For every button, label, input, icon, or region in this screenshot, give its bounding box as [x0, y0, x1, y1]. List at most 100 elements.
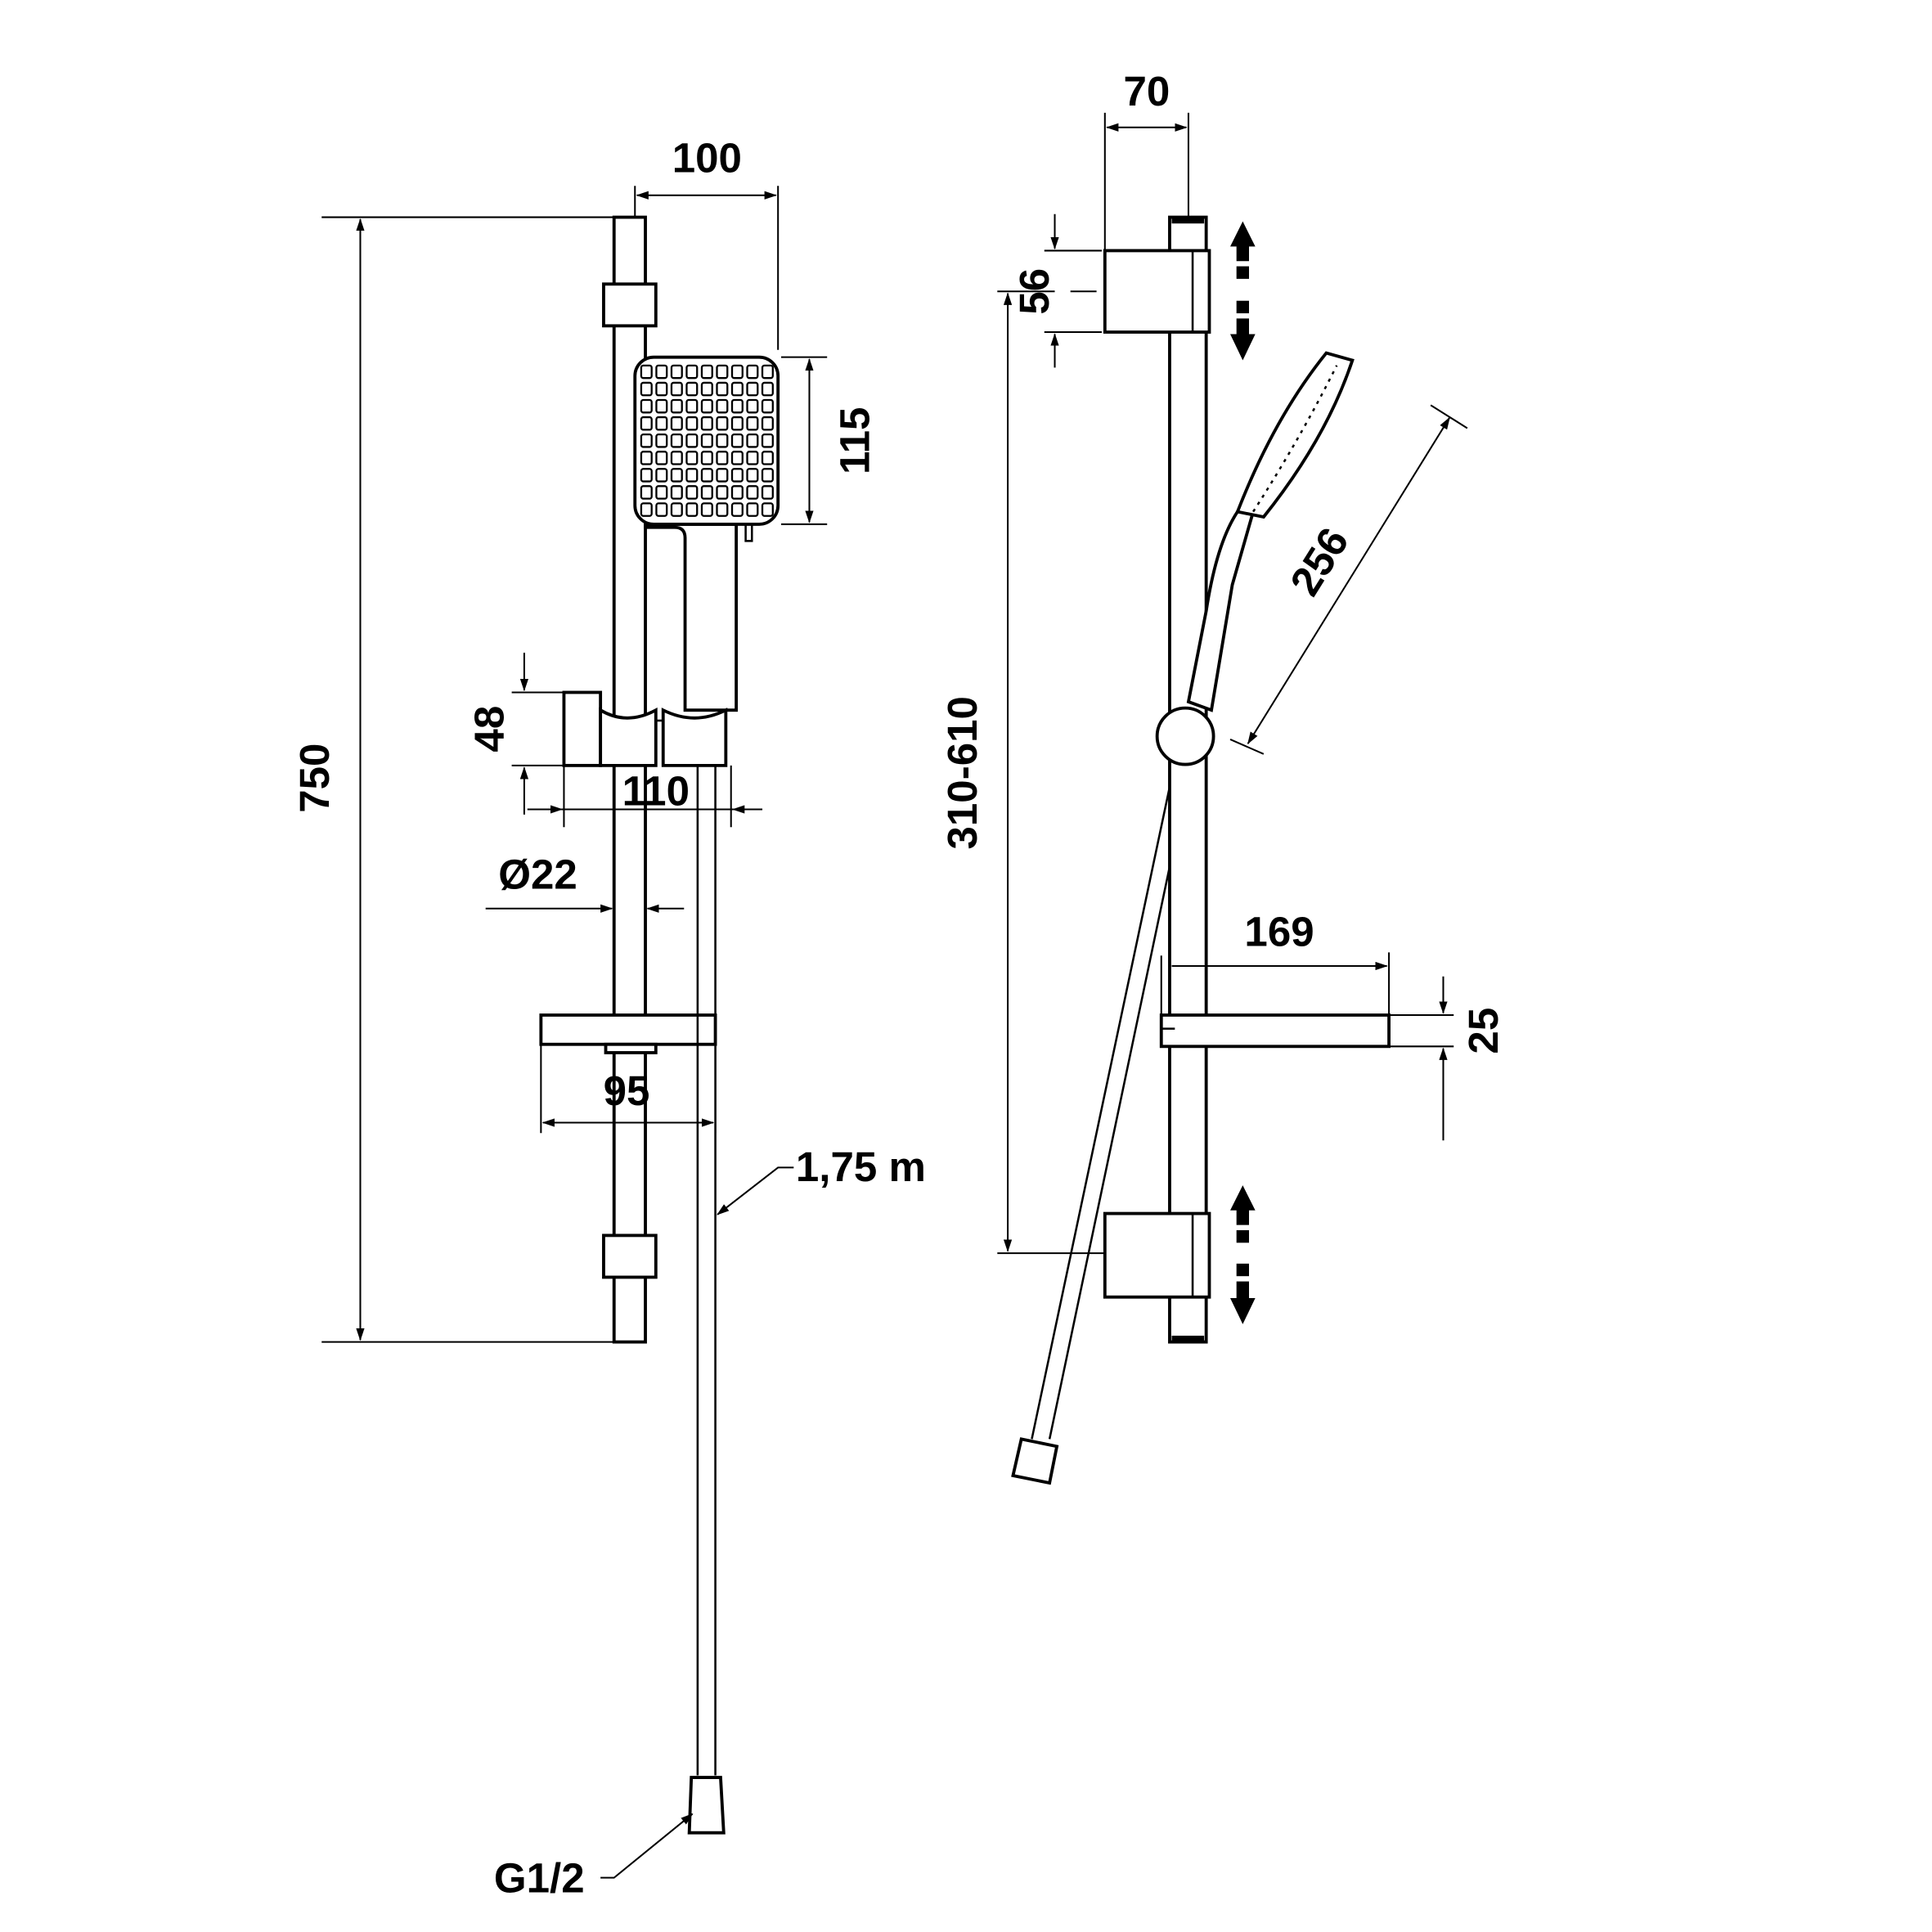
nozzle	[670, 433, 683, 448]
nozzle	[685, 502, 699, 517]
nozzle	[716, 485, 729, 500]
dimension-100: 100	[634, 135, 780, 350]
dim-label-holder-height: 48	[465, 706, 512, 753]
nozzle	[761, 485, 774, 500]
nozzle	[761, 381, 774, 397]
dim-label-head-height: 115	[831, 407, 878, 474]
nozzle	[746, 416, 759, 431]
nozzle	[716, 398, 729, 414]
nozzle	[655, 364, 668, 380]
dim-label-hand-shower-length: 256	[1281, 519, 1357, 603]
nozzle	[730, 451, 744, 465]
dim-label-soap-dish-width: 95	[604, 1067, 650, 1114]
nozzle	[640, 416, 653, 431]
nozzle-grid	[640, 364, 774, 517]
nozzle	[746, 381, 759, 397]
nozzle	[640, 502, 653, 517]
nozzle	[700, 416, 713, 431]
nozzle	[746, 485, 759, 500]
thread-callout: G1/2	[494, 1813, 694, 1901]
nozzle	[655, 381, 668, 397]
nozzle	[685, 485, 699, 500]
nozzle	[670, 364, 683, 380]
nozzle	[655, 485, 668, 500]
nozzle	[655, 433, 668, 448]
nozzle	[761, 433, 774, 448]
hose-connector-side	[1011, 1437, 1059, 1485]
nozzle	[761, 502, 774, 517]
nozzle	[640, 451, 653, 465]
dim-label-bracket-depth: 70	[1123, 68, 1170, 115]
hand-shower-head	[633, 355, 780, 526]
nozzle	[640, 398, 653, 414]
hose-connector	[687, 1776, 726, 1835]
rail-top-cap	[1171, 217, 1205, 224]
nozzle	[670, 502, 683, 517]
nozzle	[700, 502, 713, 517]
nozzle	[746, 433, 759, 448]
dimension-310-610: 310-610	[939, 290, 1105, 1255]
nozzle	[685, 468, 699, 483]
hose	[696, 765, 717, 1776]
nozzle	[670, 381, 683, 397]
nozzle	[716, 381, 729, 397]
top-bracket-side	[1103, 249, 1211, 334]
nozzle	[716, 433, 729, 448]
nozzle	[640, 433, 653, 448]
nozzle	[640, 364, 653, 380]
dim-label-head-width: 100	[672, 135, 742, 182]
soap-dish-side	[1159, 1013, 1391, 1049]
nozzle	[716, 451, 729, 465]
nozzle	[700, 451, 713, 465]
holder-knob	[1155, 706, 1215, 766]
nozzle	[640, 485, 653, 500]
nozzle	[685, 398, 699, 414]
nozzle	[685, 364, 699, 380]
dimension-25: 25	[1389, 976, 1507, 1141]
nozzle	[700, 381, 713, 397]
nozzle	[670, 416, 683, 431]
dimension-115: 115	[781, 356, 878, 525]
nozzle	[730, 485, 744, 500]
nozzle	[746, 468, 759, 483]
nozzle	[730, 502, 744, 517]
thread-label: G1/2	[494, 1854, 585, 1901]
nozzle	[761, 416, 774, 431]
dimension-169: 169	[1160, 909, 1391, 1016]
nozzle	[716, 468, 729, 483]
rail-side	[1168, 215, 1208, 1344]
nozzle	[670, 485, 683, 500]
nozzle	[746, 364, 759, 380]
side-view: 70 56 310-610 256 169	[939, 68, 1507, 1485]
nozzle	[730, 433, 744, 448]
bottom-wall-bracket	[602, 1233, 658, 1279]
nozzle	[746, 502, 759, 517]
nozzle	[685, 381, 699, 397]
dimension-110: 110	[527, 765, 763, 828]
nozzle	[716, 502, 729, 517]
bottom-bracket-side	[1103, 1211, 1211, 1299]
hand-shower-handle	[644, 523, 739, 712]
nozzle	[700, 433, 713, 448]
nozzle	[670, 468, 683, 483]
hose-length-label: 1,75 m	[796, 1143, 926, 1190]
dimension-48: 48	[465, 652, 601, 815]
nozzle	[655, 398, 668, 414]
nozzle	[730, 416, 744, 431]
nozzle	[655, 468, 668, 483]
nozzle	[700, 485, 713, 500]
nozzle	[761, 468, 774, 483]
soap-dish	[539, 1013, 717, 1046]
nozzle	[730, 364, 744, 380]
dimension-750: 750	[291, 216, 622, 1343]
dim-label-soap-dish-height: 25	[1460, 1008, 1507, 1054]
nozzle	[670, 398, 683, 414]
mode-button	[744, 523, 753, 542]
soap-dish-clip	[604, 1042, 658, 1054]
nozzle	[746, 451, 759, 465]
nozzle	[685, 416, 699, 431]
nozzle	[761, 451, 774, 465]
dim-label-overall-height: 750	[291, 744, 338, 813]
adjust-arrows-top	[1230, 221, 1256, 361]
